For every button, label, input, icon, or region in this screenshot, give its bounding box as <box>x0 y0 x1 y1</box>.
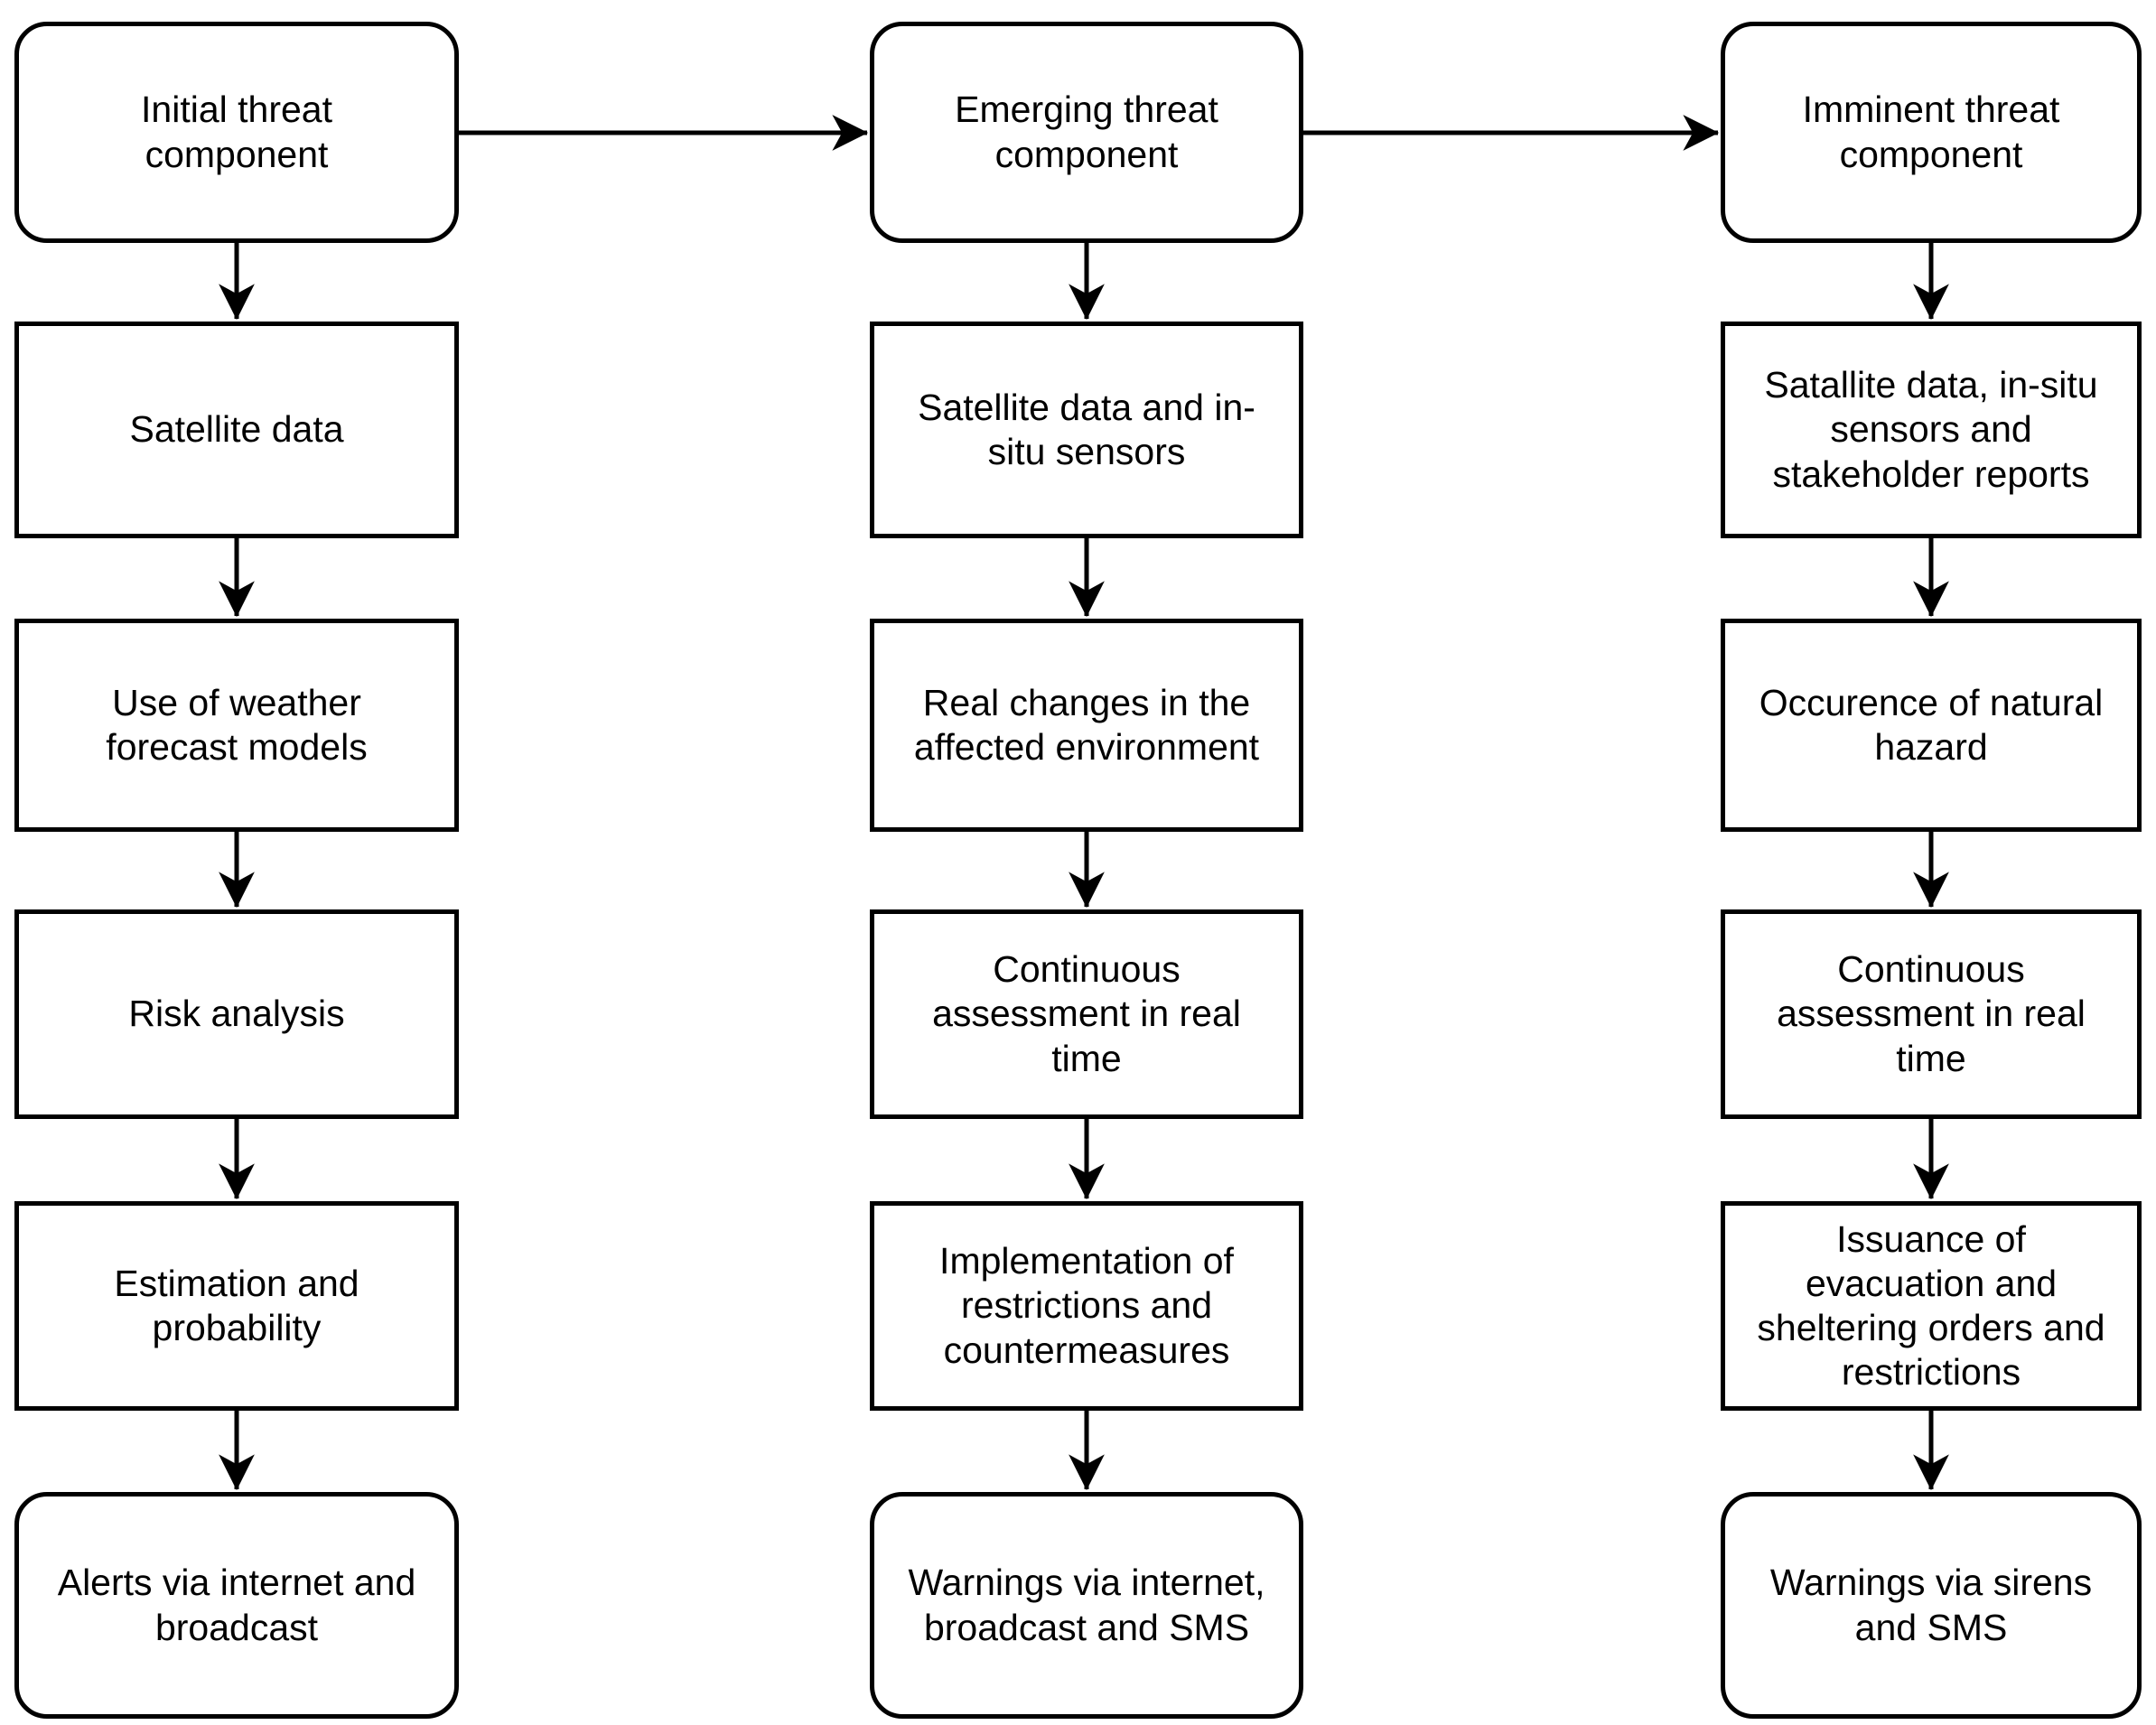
node-label: Initial threat component <box>141 89 332 175</box>
node-label: Continuous assessment in real time <box>932 948 1241 1079</box>
node-satellite-data: Satellite data <box>14 322 459 538</box>
node-warnings-internet-broadcast-sms: Warnings via internet, broadcast and SMS <box>870 1492 1303 1719</box>
node-label: Satellite data and in- situ sensors <box>918 386 1255 472</box>
node-estimation-probability: Estimation and probability <box>14 1201 459 1411</box>
node-label: Imminent threat component <box>1802 89 2060 175</box>
node-label: Occurence of natural hazard <box>1759 681 2104 768</box>
node-continuous-assessment-emerging: Continuous assessment in real time <box>870 909 1303 1119</box>
node-label: Estimation and probability <box>114 1262 359 1348</box>
node-label: Warnings via internet, broadcast and SMS <box>908 1562 1265 1648</box>
node-warnings-sirens-sms: Warnings via sirens and SMS <box>1721 1492 2142 1719</box>
node-alerts-internet-broadcast: Alerts via internet and broadcast <box>14 1492 459 1719</box>
node-emerging-threat: Emerging threat component <box>870 22 1303 243</box>
node-label: Satellite data <box>129 408 344 451</box>
node-imminent-threat: Imminent threat component <box>1721 22 2142 243</box>
node-label: Continuous assessment in real time <box>1777 948 2086 1079</box>
node-label: Implementation of restrictions and count… <box>939 1240 1234 1371</box>
node-satellite-insitu-sensors: Satellite data and in- situ sensors <box>870 322 1303 538</box>
node-occurrence-natural-hazard: Occurence of natural hazard <box>1721 619 2142 832</box>
node-initial-threat: Initial threat component <box>14 22 459 243</box>
node-label: Warnings via sirens and SMS <box>1769 1562 2093 1648</box>
node-label: Emerging threat component <box>955 89 1218 175</box>
node-label: Alerts via internet and broadcast <box>57 1562 416 1648</box>
node-label: Satallite data, in-situ sensors and stak… <box>1764 364 2098 495</box>
node-label: Real changes in the affected environment <box>913 681 1260 768</box>
node-issuance-evacuation-orders: Issuance of evacuation and sheltering or… <box>1721 1201 2142 1411</box>
node-risk-analysis: Risk analysis <box>14 909 459 1119</box>
node-continuous-assessment-imminent: Continuous assessment in real time <box>1721 909 2142 1119</box>
node-label: Use of weather forecast models <box>106 681 368 768</box>
node-implementation-restrictions: Implementation of restrictions and count… <box>870 1201 1303 1411</box>
node-label: Issuance of evacuation and sheltering or… <box>1757 1217 2105 1394</box>
node-satellite-insitu-stakeholder: Satallite data, in-situ sensors and stak… <box>1721 322 2142 538</box>
node-weather-forecast-models: Use of weather forecast models <box>14 619 459 832</box>
node-real-changes-environment: Real changes in the affected environment <box>870 619 1303 832</box>
node-label: Risk analysis <box>128 993 345 1035</box>
